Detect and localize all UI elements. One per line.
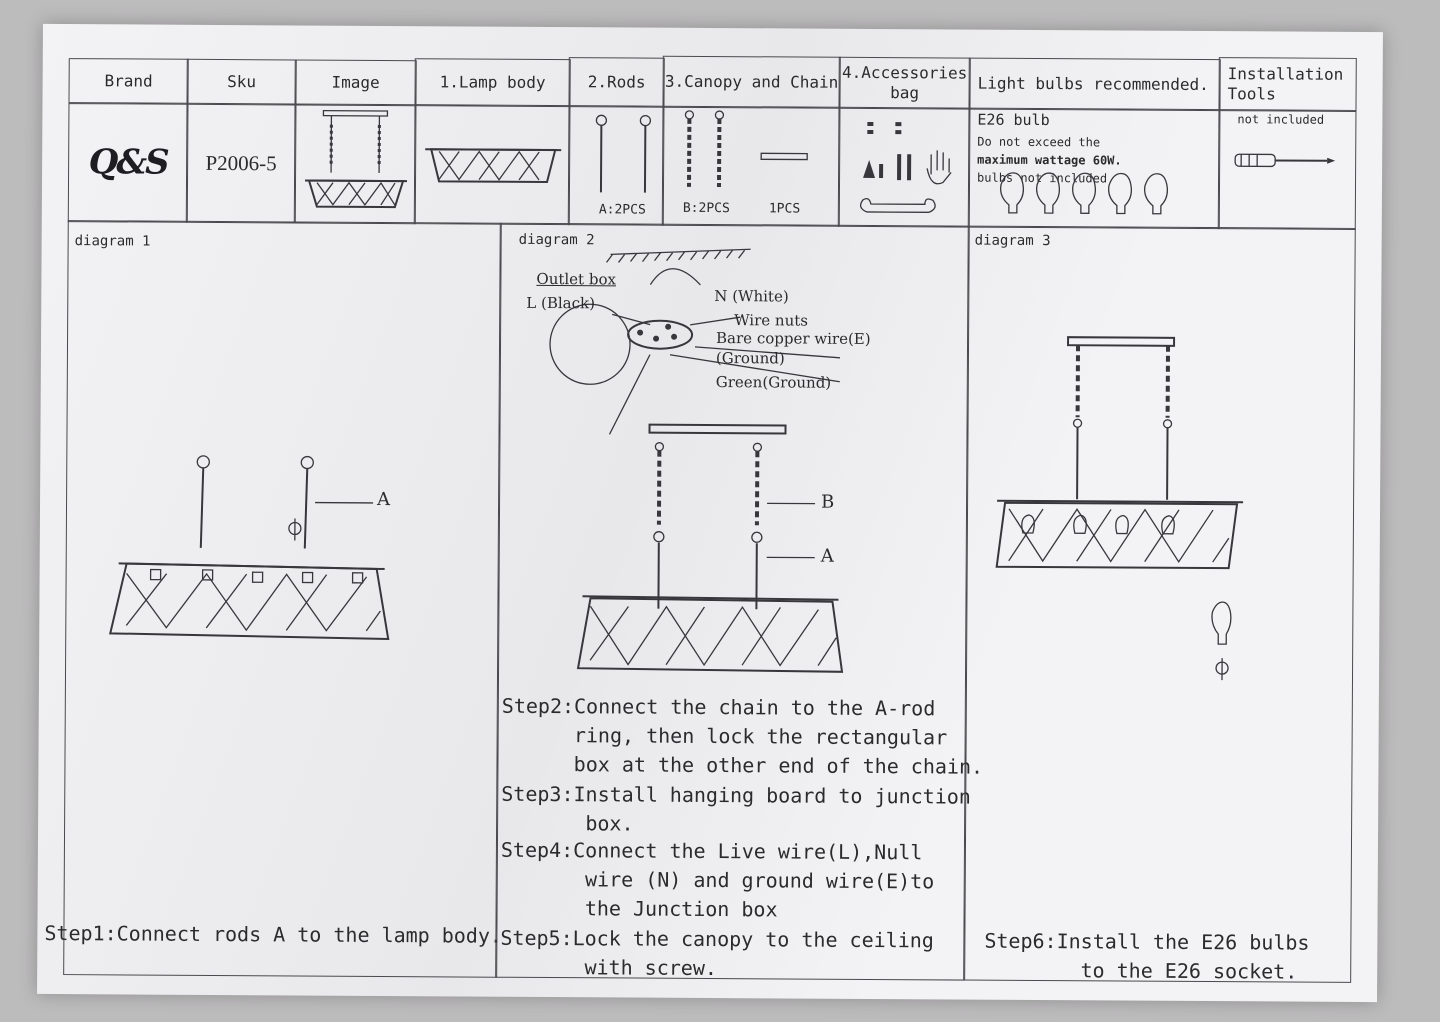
header-accessories: 4.Accessories bag	[838, 56, 971, 110]
header-install-tools-text: Installation Tools	[1227, 64, 1344, 104]
step5-text: Step5:Lock the canopy to the ceiling wit…	[500, 925, 934, 981]
header-canopy-chain: 3.Canopy and Chain	[662, 55, 841, 109]
sku-cell: P2006-5	[185, 102, 297, 224]
header-image: Image	[294, 59, 417, 107]
step1-text: Step1:Connect rods A to the lamp body.	[44, 920, 503, 948]
label-outlet-box: Outlet box	[536, 269, 617, 289]
chandelier-thumbnail-icon	[305, 109, 408, 209]
label-green-ground: Green(Ground)	[715, 373, 832, 392]
header-sku-text: Sku	[227, 72, 257, 92]
bulbs-icon	[1000, 172, 1168, 215]
brand-cell: Q&S	[67, 102, 189, 223]
label-wire-nuts: Wire nuts	[734, 311, 809, 330]
canopy-chain-cell: B:2PCS 1PCS	[661, 105, 841, 227]
step3-text: Step3:Install hanging board to junction …	[501, 781, 971, 836]
diagram1-lamp-icon	[108, 455, 390, 641]
screwdriver-icon	[1234, 153, 1336, 168]
light-bulbs-cell: E26 bulb Do not exceed the maximum watta…	[967, 107, 1221, 230]
diagram2-wiring-icon	[549, 248, 844, 673]
brand-logo: Q&S	[88, 142, 168, 183]
accessories-cell	[837, 106, 971, 228]
header-rods-text: 2.Rods	[587, 72, 646, 92]
header-sku: Sku	[186, 58, 297, 106]
header-install-tools: Installation Tools	[1218, 57, 1357, 112]
rods-qty: A:2PCS	[598, 202, 646, 218]
diagram2-panel: diagram 2 O	[495, 222, 983, 981]
header-canopy-chain-text: 3.Canopy and Chain	[664, 71, 839, 92]
header-brand: Brand	[68, 58, 189, 105]
instruction-sheet: Brand Sku Image 1.Lamp body 2.Rods 3.Can…	[37, 23, 1383, 1003]
diagram2-label-a: A	[820, 545, 834, 567]
label-ground: (Ground)	[715, 349, 785, 368]
rods-icon	[595, 114, 652, 193]
chain-qty: B:2PCS	[682, 200, 730, 217]
diagram3-lamp-icon	[995, 336, 1244, 681]
header-image-text: Image	[331, 72, 380, 92]
diagram1-label-a: A	[377, 488, 391, 511]
label-l-black: L (Black)	[526, 293, 596, 313]
rods-cell: A:2PCS	[567, 105, 665, 226]
header-brand-text: Brand	[104, 71, 153, 91]
chain-icon	[684, 110, 808, 188]
sku-value: P2006-5	[205, 150, 277, 176]
accessories-icon	[859, 121, 952, 213]
label-bare-copper: Bare copper wire(E)	[716, 329, 871, 348]
diagram2-label-b: B	[821, 491, 835, 513]
diagram1-panel: diagram 1 A Step1:Connect rods A to the …	[44, 220, 502, 978]
instruction-grid: Brand Sku Image 1.Lamp body 2.Rods 3.Can…	[44, 48, 1357, 991]
header-light-bulbs-text: Light bulbs recommended.	[977, 73, 1209, 95]
header-accessories-text: 4.Accessories bag	[842, 62, 968, 103]
header-lamp-body-text: 1.Lamp body	[439, 72, 546, 92]
lamp-body-cell	[413, 104, 571, 226]
step4-text: Step4:Connect the Live wire(L),Null wire…	[500, 837, 935, 922]
diagram3-panel: diagram 3 Step6:Install the E26 bulbs to…	[963, 225, 1356, 984]
header-rods: 2.Rods	[568, 57, 665, 108]
header-lamp-body: 1.Lamp body	[414, 58, 571, 108]
label-n-white: N (White)	[714, 287, 789, 306]
install-tools-cell: not included	[1217, 109, 1357, 230]
lamp-body-icon	[425, 148, 562, 184]
step2-text: Step2:Connect the chain to the A-rod rin…	[501, 693, 984, 779]
step6-text: Step6:Install the E26 bulbs to the E26 s…	[984, 928, 1310, 984]
image-cell	[293, 103, 417, 225]
header-light-bulbs: Light bulbs recommended.	[968, 57, 1221, 112]
canopy-qty: 1PCS	[768, 201, 801, 217]
